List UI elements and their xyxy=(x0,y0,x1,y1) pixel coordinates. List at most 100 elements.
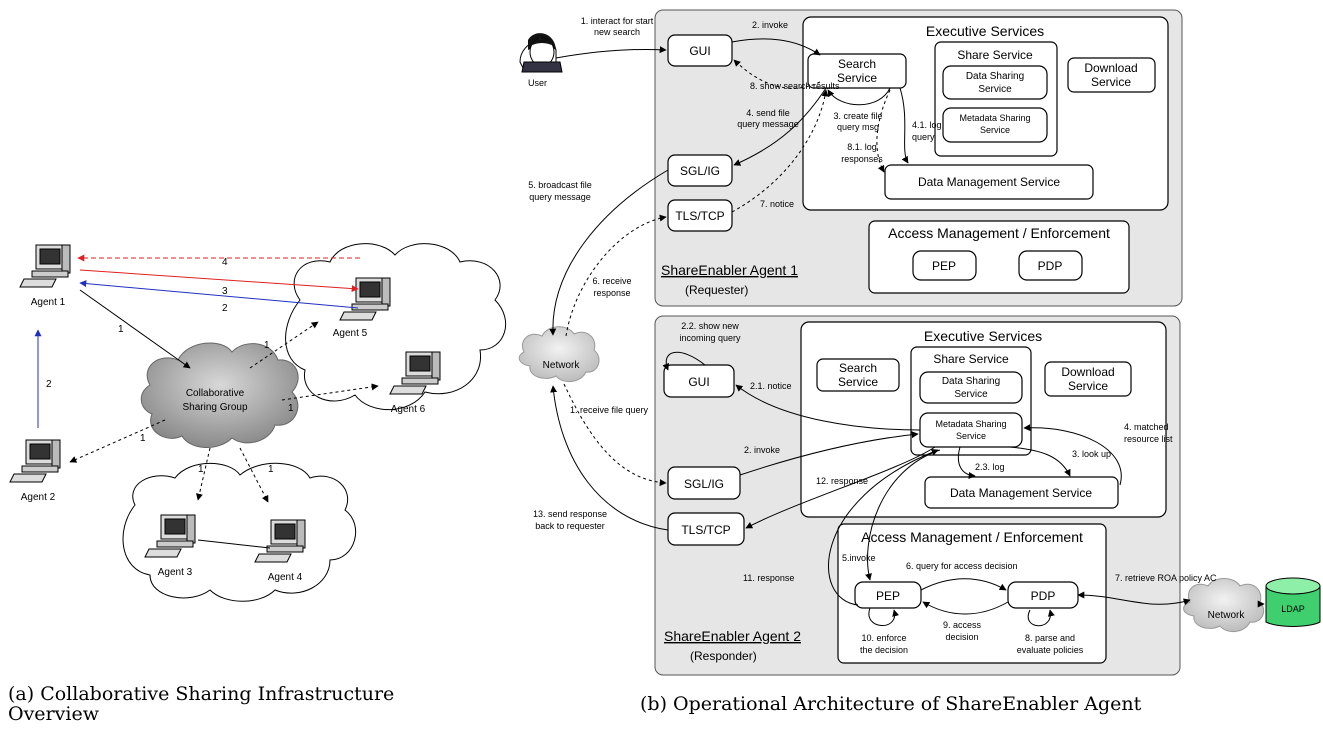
lbl-access9-1: 9. access xyxy=(943,620,982,630)
arrow-lookup xyxy=(1009,446,1071,477)
arrow-3-red xyxy=(79,269,359,293)
lbl-enforce10-2: the decision xyxy=(860,645,908,655)
user-icon xyxy=(519,33,563,73)
dl1-l2: Service xyxy=(1091,75,1131,89)
dms2-label: Data Management Service xyxy=(950,486,1092,500)
label-1e: 1 xyxy=(198,464,204,475)
ss1-l1: Search xyxy=(838,57,876,71)
dl2-l1: Download xyxy=(1061,365,1114,379)
lbl-send-2: query message xyxy=(737,119,799,129)
lbl-response11: 11. response xyxy=(743,573,794,583)
lbl-receive6-2: response xyxy=(593,288,630,298)
lbl-log41-1: 4.1. log xyxy=(912,120,942,130)
pep-2 xyxy=(854,581,922,609)
arrow-agent1-to-group xyxy=(79,289,191,369)
user-label: User xyxy=(528,78,547,88)
search-service-2 xyxy=(816,358,900,392)
lbl-enforce10-1: 10. enforce xyxy=(861,633,906,643)
dss2-l2: Service xyxy=(954,389,988,400)
download-service-2 xyxy=(1044,361,1132,397)
arrow-gui-search xyxy=(731,38,821,56)
search-service-1 xyxy=(807,53,907,89)
network-cloud-ldap xyxy=(1183,578,1265,632)
ldap-label: LDAP xyxy=(1281,604,1305,614)
lbl-send13-2: back to requester xyxy=(535,521,605,531)
agent-5-label: Agent 5 xyxy=(333,328,368,339)
pep-1 xyxy=(912,250,977,281)
arrow-tls-notice xyxy=(731,89,829,213)
lbl-shownew-2: incoming query xyxy=(679,333,741,343)
arrow-group-to-agent6 xyxy=(281,383,379,401)
lbl-broadcast-1: 5. broadcast file xyxy=(528,180,592,190)
lbl-notice21: 2.1. notice xyxy=(750,381,792,391)
lbl-invoke2: 2. invoke xyxy=(744,445,780,455)
dl2-l2: Service xyxy=(1068,379,1108,393)
sgl-ig-2 xyxy=(667,466,741,500)
arrow-user-gui xyxy=(555,46,667,59)
arrow-sgl-mss xyxy=(739,431,919,476)
executive-services-2-title: Executive Services xyxy=(924,328,1042,344)
arrow-invoke-pep xyxy=(865,449,941,581)
arrow-network-sgl xyxy=(563,383,667,487)
agent-4-label: Agent 4 xyxy=(268,572,303,583)
arrow-pdp-ldap-network xyxy=(1077,591,1191,606)
group-label-2: Sharing Group xyxy=(182,402,247,413)
arrow-pdp-parse-loop xyxy=(1027,609,1055,627)
agent-3-label: Agent 3 xyxy=(158,567,193,578)
label-1a: 1 xyxy=(118,324,124,335)
agent1-role: (Requester) xyxy=(685,283,748,297)
lbl-send13-1: 13. send response xyxy=(533,509,607,519)
agent1-title: ShareEnabler Agent 1 xyxy=(661,262,798,278)
label-2b: 2 xyxy=(46,379,52,390)
lbl-invoke: 2. invoke xyxy=(752,20,788,30)
label-1d: 1 xyxy=(140,433,146,444)
lbl-log23: 2.3. log xyxy=(975,462,1005,472)
lbl-parse8-2: evaluate policies xyxy=(1017,645,1084,655)
pep2-label: PEP xyxy=(876,589,900,603)
lbl-receive1: 1. receive file query xyxy=(570,405,649,415)
caption-a-line2: Overview xyxy=(8,703,100,725)
network-label-ldap: Network xyxy=(1208,610,1246,621)
arrow-sgl-network xyxy=(549,169,669,336)
metadata-sharing-service-1 xyxy=(942,107,1048,143)
arrow-group-to-agent2 xyxy=(69,419,166,463)
group-label-1: Collaborative xyxy=(186,388,245,399)
dss2-l1: Data Sharing xyxy=(942,376,1000,387)
lbl-show: 8. show search results xyxy=(750,81,840,91)
arrow-pep-response xyxy=(828,449,939,606)
label-1b: 1 xyxy=(264,340,270,351)
mss1-l1: Metadata Sharing xyxy=(959,113,1030,123)
share-service-1-title: Share Service xyxy=(957,48,1033,62)
ss1-l2: Service xyxy=(837,71,877,85)
arrow-mss-gui xyxy=(735,384,921,431)
arrow-group-to-agent5 xyxy=(249,321,319,369)
mss1-l2: Service xyxy=(980,125,1010,135)
tls2-label: TLS/TCP xyxy=(681,523,730,537)
label-1c: 1 xyxy=(288,403,294,414)
agent-2-computer-icon xyxy=(9,439,61,483)
download-service-1 xyxy=(1067,57,1156,93)
lbl-send-1: 4. send file xyxy=(746,108,790,118)
label-4: 4 xyxy=(222,257,228,268)
dss1-l1: Data Sharing xyxy=(966,71,1024,82)
lbl-matched-1: 4. matched xyxy=(1124,422,1169,432)
dms1-label: Data Management Service xyxy=(918,175,1060,189)
ldap-database-icon xyxy=(1265,577,1321,627)
left-overview: Collaborative Sharing Group Agent 1 Agen… xyxy=(9,243,507,602)
lbl-invoke5: 5.invoke xyxy=(842,553,876,563)
dl1-l1: Download xyxy=(1084,61,1137,75)
agent-2-label: Agent 2 xyxy=(21,492,56,503)
pdp-1 xyxy=(1018,250,1083,281)
data-sharing-service-2 xyxy=(919,371,1023,404)
mss2-l1: Metadata Sharing xyxy=(935,419,1006,429)
arrow-group-to-agent3 xyxy=(196,447,211,501)
arrow-network-tls xyxy=(565,214,667,337)
mss2-l2: Service xyxy=(956,431,986,441)
ss2-l1: Search xyxy=(839,361,877,375)
ss2-l2: Service xyxy=(838,375,878,389)
link-agent3-agent4 xyxy=(197,539,271,549)
lbl-create-1: 3. create file xyxy=(833,111,882,121)
lbl-log41-2: query xyxy=(912,132,935,142)
sgl2-label: SGL/IG xyxy=(684,477,724,491)
lbl-parse8-1: 8. parse and xyxy=(1025,633,1075,643)
